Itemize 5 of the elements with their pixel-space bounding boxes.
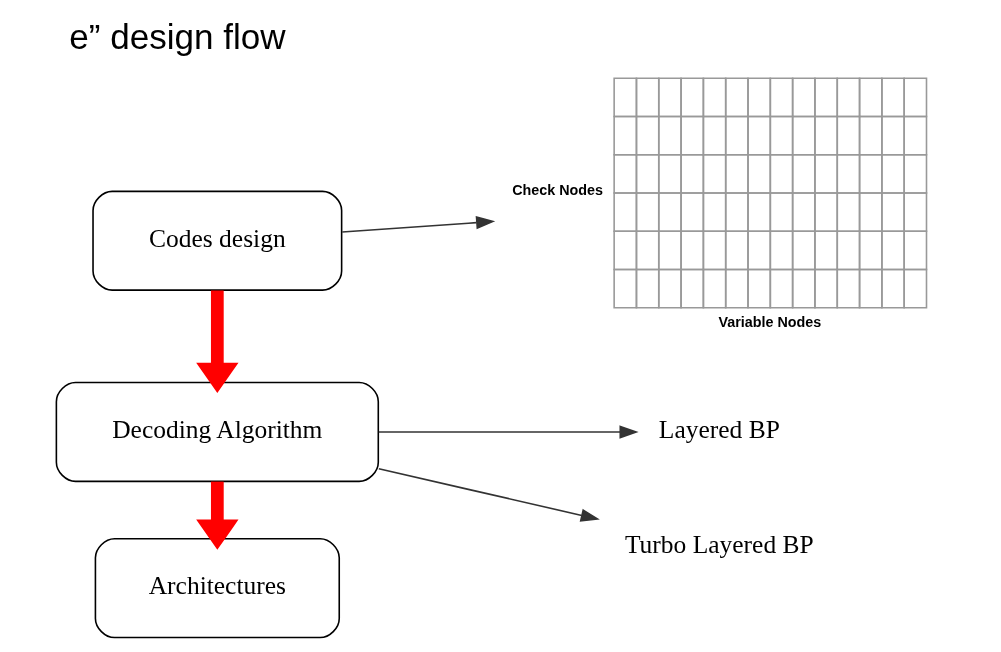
diagram-title: e” design flow — [68, 16, 286, 56]
node-text: Turbo Layered BP — [624, 529, 814, 559]
node-label: Check Nodes — [511, 181, 603, 198]
node-label: Variable Nodes — [718, 314, 821, 331]
node-text: Layered BP — [658, 415, 780, 445]
